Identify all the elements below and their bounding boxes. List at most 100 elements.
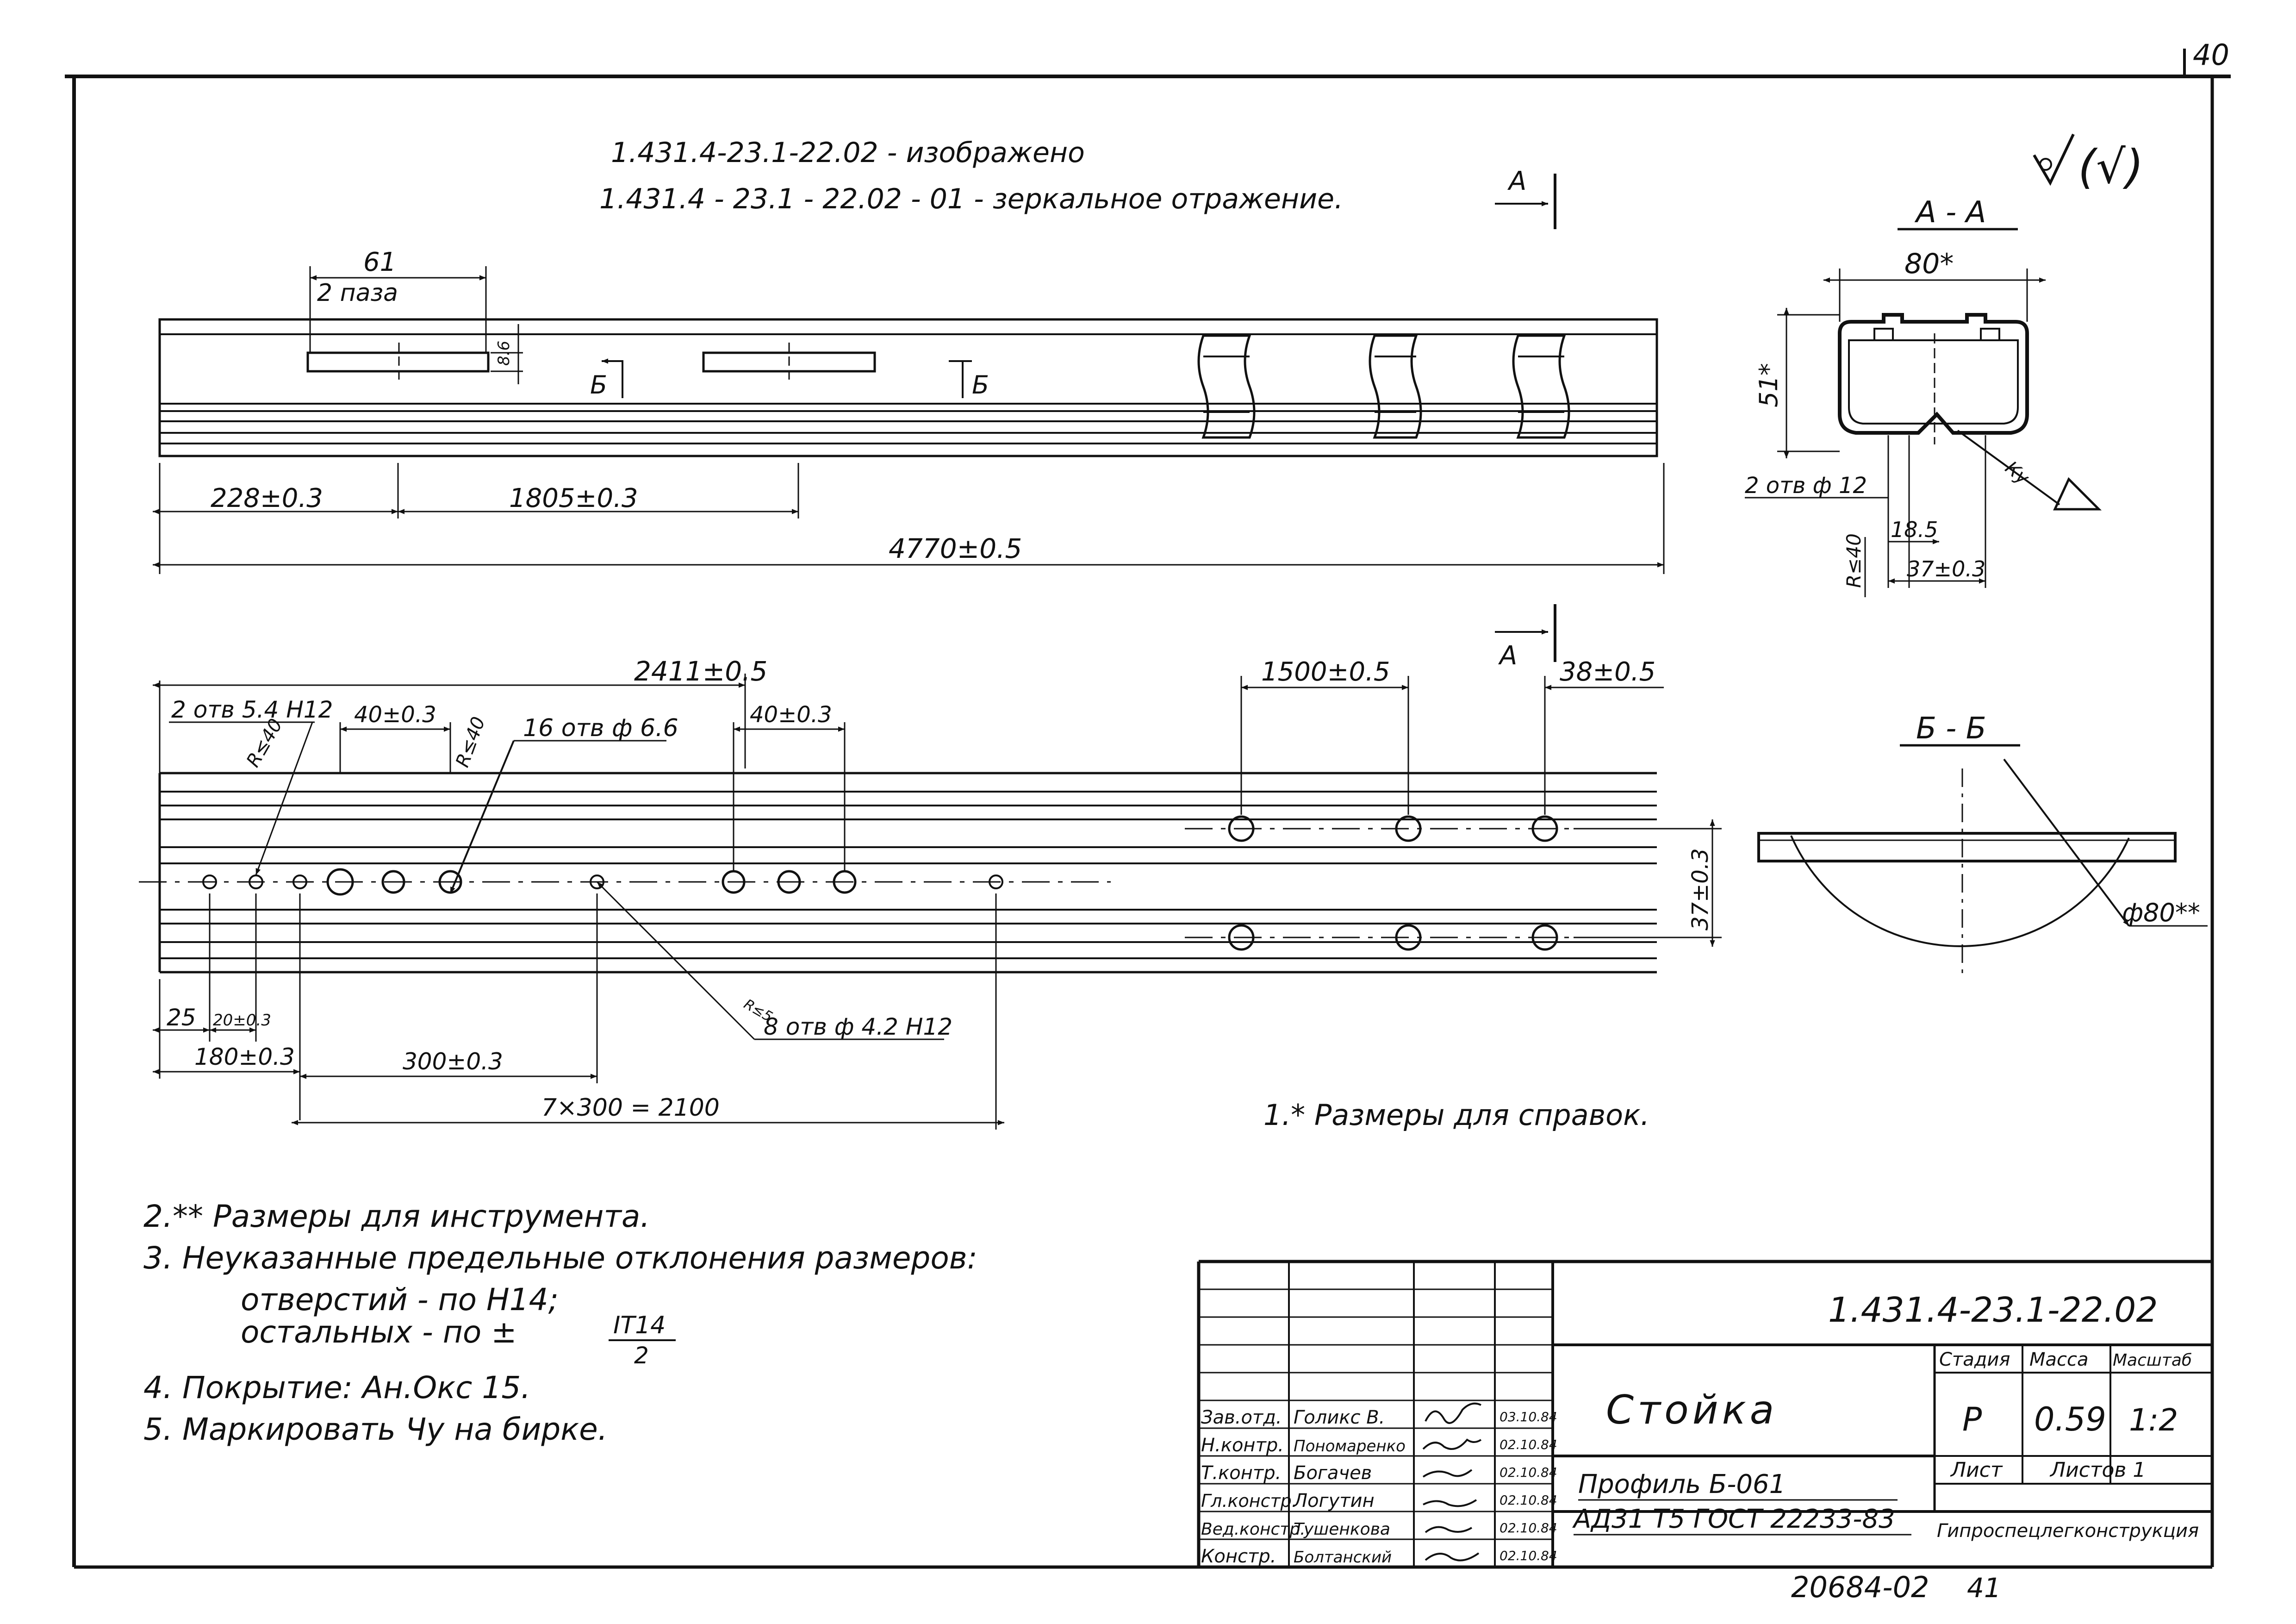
name: Богачев	[1294, 1462, 1372, 1484]
drawing-frame	[65, 49, 2231, 1569]
doc-variant-mirrored: 1.431.4 - 23.1 - 22.02 - 01 - зеркальное…	[599, 183, 1343, 215]
section-b-mark-right: Б	[972, 370, 989, 400]
note-3b-denominator: 2	[634, 1342, 649, 1369]
ku-label: Ку	[2001, 457, 2034, 489]
note-3a: отверстий - по Н14;	[241, 1282, 559, 1318]
signature-names: Голикс В. Пономаренко Богачев Логутин Ту…	[1293, 1407, 1406, 1567]
dim-37-holes: 37±0.3	[1687, 848, 1713, 931]
dim-18-5: 18.5	[1891, 517, 1938, 542]
mass-label: Масса	[2029, 1349, 2089, 1370]
dim-slot-width: 8.6	[495, 341, 513, 366]
note-3b-numerator: IT14	[613, 1312, 666, 1339]
page-number: 40	[2193, 38, 2229, 72]
hole	[989, 874, 1003, 889]
radius-mid: R≤40	[452, 714, 490, 770]
note-2: 2.** Размеры для инструмента.	[143, 1199, 650, 1234]
section-a-mark-top: А	[1507, 166, 1526, 196]
hole	[833, 870, 857, 894]
section-a-mark-bottom: А	[1498, 641, 1517, 671]
dim-180: 180±0.3	[194, 1043, 295, 1070]
holes-6-6-label: 16 отв ф 6.6	[523, 714, 678, 742]
dim-profile-height: 51*	[1754, 363, 1783, 407]
hole	[722, 870, 746, 894]
stage-label: Стадия	[1939, 1349, 2010, 1370]
hole	[777, 870, 801, 894]
hole	[326, 868, 354, 896]
dim-slot-length: 61	[363, 247, 396, 277]
signature-roles: Зав.отд. Н.контр. Т.контр. Гл.констр. Ве…	[1201, 1407, 1306, 1567]
section-b-b: Б - Б ф80**	[1757, 712, 2208, 977]
slot-1	[306, 351, 490, 373]
name: Логутин	[1293, 1490, 1375, 1512]
dim-4770-total: 4770±0.5	[889, 533, 1022, 564]
name: Пономаренко	[1294, 1437, 1406, 1455]
date: 02.10.84	[1500, 1493, 1557, 1508]
section-a-marks: А А	[1495, 166, 1556, 671]
archive-sheet: 41	[1967, 1572, 2001, 1604]
dim-1500: 1500±0.5	[1261, 657, 1390, 687]
dim-40-a: 40±0.3	[354, 702, 436, 728]
role: Вед.констр.	[1201, 1520, 1306, 1539]
roughness-symbol: (√)	[2033, 133, 2144, 194]
hole	[1531, 924, 1558, 951]
hole	[249, 874, 263, 889]
dim-1805: 1805±0.3	[509, 483, 638, 513]
slot-count-label: 2 паза	[317, 279, 398, 307]
dim-7x300: 7×300 = 2100	[541, 1094, 720, 1122]
date: 02.10.84	[1500, 1437, 1557, 1452]
hole	[590, 874, 604, 889]
role: Н.контр.	[1201, 1435, 1284, 1456]
name: Болтанский	[1294, 1548, 1392, 1567]
dim-38: 38±0.5	[1560, 657, 1655, 687]
holes-4-2-label: 8 отв ф 4.2 Н12	[764, 1013, 952, 1040]
top-view: 61 2 паза 8.6 Б Б 228±0.3 1805±0.3 4770±…	[153, 247, 1665, 574]
hole	[1395, 924, 1422, 951]
mass-value: 0.59	[2034, 1400, 2106, 1438]
holes-row	[202, 815, 1558, 951]
role: Констр.	[1201, 1546, 1276, 1567]
name: Голикс В.	[1294, 1407, 1385, 1428]
doc-number: 1.431.4-23.1-22.02	[1828, 1290, 2158, 1330]
dim-37: 37±0.3	[1907, 556, 1985, 581]
radius-left: R≤40	[243, 715, 287, 771]
hole	[292, 874, 307, 889]
cut-marks	[1197, 334, 1570, 439]
note-3: 3. Неуказанные предельные отклонения раз…	[143, 1240, 977, 1276]
dim-40-b: 40±0.3	[750, 702, 832, 728]
section-a-a: А - А 80* 51* 2 отв ф 12 18.5 37±0.3 R≤4…	[1745, 195, 2102, 597]
hole	[1228, 815, 1255, 842]
scale-label: Масштаб	[2113, 1351, 2192, 1370]
doc-variant-depicted: 1.431.4-23.1-22.02 - изображено	[611, 137, 1085, 169]
stage-value: Р	[1962, 1400, 1982, 1438]
dim-20: 20±0.3	[213, 1011, 271, 1030]
title-block: 1.431.4-23.1-22.02 Стойка Профиль Б-061 …	[1197, 1260, 2212, 1567]
signature-dates: 03.10.84 02.10.84 02.10.84 02.10.84 02.1…	[1500, 1409, 1557, 1563]
material-line-1: Профиль Б-061	[1578, 1469, 1786, 1499]
signatures	[1422, 1402, 1482, 1562]
note-5: 5. Маркировать Чу на бирке.	[143, 1412, 608, 1447]
material-line-2: АД31 Т5 ГОСТ 22233-83	[1572, 1504, 1895, 1534]
role: Гл.констр.	[1201, 1491, 1297, 1511]
role: Зав.отд.	[1201, 1407, 1282, 1428]
holes-5-4-label: 2 отв 5.4 Н12	[171, 696, 333, 723]
part-name: Стойка	[1606, 1387, 1778, 1433]
section-a-radius: R≤40	[1842, 533, 1865, 588]
sheets-label: Листов 1	[2049, 1458, 2146, 1482]
dim-profile-width: 80*	[1904, 248, 1954, 280]
section-a-holes: 2 отв ф 12	[1745, 473, 1867, 499]
dim-2411: 2411±0.5	[634, 656, 767, 687]
hole	[202, 874, 217, 889]
roughness-symbol-text: (√)	[2078, 140, 2144, 194]
date: 02.10.84	[1500, 1465, 1557, 1480]
hole	[1531, 815, 1558, 842]
archive-number: 20684-02	[1791, 1570, 1929, 1604]
date: 02.10.84	[1500, 1548, 1557, 1563]
hole	[1395, 815, 1422, 842]
section-b-mark-left: Б	[590, 370, 607, 400]
notes: 1.* Размеры для справок. 2.** Размеры дл…	[143, 1098, 1649, 1447]
role: Т.контр.	[1201, 1462, 1281, 1484]
bottom-view: 2411±0.5 1500±0.5 38±0.5 2 отв 5.4 Н12 R…	[139, 656, 1722, 1130]
dim-228: 228±0.3	[211, 483, 323, 513]
note-3b: остальных - по ±	[241, 1314, 517, 1350]
